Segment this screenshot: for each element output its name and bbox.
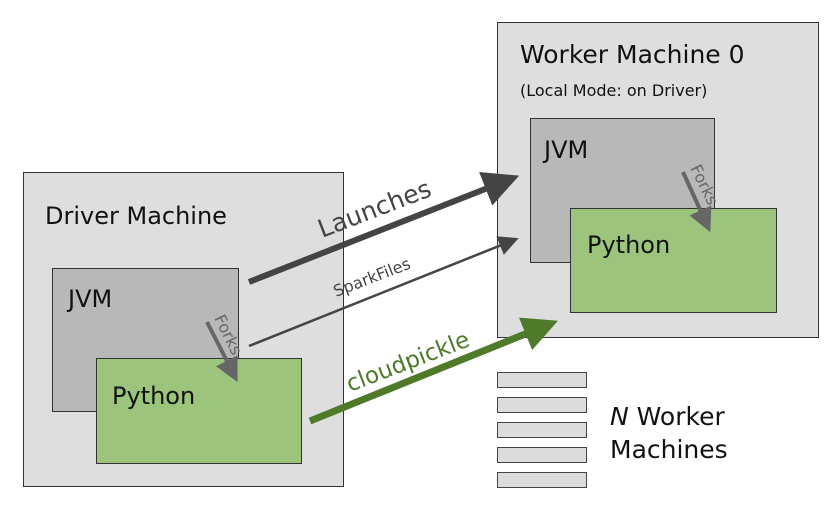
n-workers-line2: Machines xyxy=(610,435,728,464)
n-workers-n: N xyxy=(610,402,629,431)
worker-stack-bar xyxy=(497,422,587,438)
n-workers-line1: N Worker xyxy=(610,402,725,431)
driver-forks-arrow xyxy=(205,321,238,383)
worker-jvm-label: JVM xyxy=(544,136,589,164)
worker-python-box xyxy=(570,208,777,313)
worker-forks-label: Forks xyxy=(686,161,722,208)
driver-machine-title: Driver Machine xyxy=(45,202,227,230)
launches-arrow xyxy=(247,172,520,285)
sparkfiles-label: SparkFiles xyxy=(331,254,414,301)
worker-python-label: Python xyxy=(587,231,671,259)
worker-stack-bar xyxy=(497,472,587,488)
driver-python-box xyxy=(96,358,302,464)
driver-python-label: Python xyxy=(112,382,196,410)
driver-jvm-label: JVM xyxy=(68,285,113,313)
worker-machine-0-title: Worker Machine 0 xyxy=(520,40,745,69)
worker-stack-bar xyxy=(497,372,587,388)
worker-forks-arrow xyxy=(681,171,712,233)
n-workers-worker: Worker xyxy=(628,402,725,431)
cloudpickle-arrow xyxy=(308,317,558,425)
driver-forks-label: Forks xyxy=(210,311,246,358)
sparkfiles-arrow xyxy=(248,236,519,348)
worker-stack-bar xyxy=(497,397,587,413)
worker-stack-bar xyxy=(497,447,587,463)
worker-machine-0-subtitle: (Local Mode: on Driver) xyxy=(520,81,708,100)
